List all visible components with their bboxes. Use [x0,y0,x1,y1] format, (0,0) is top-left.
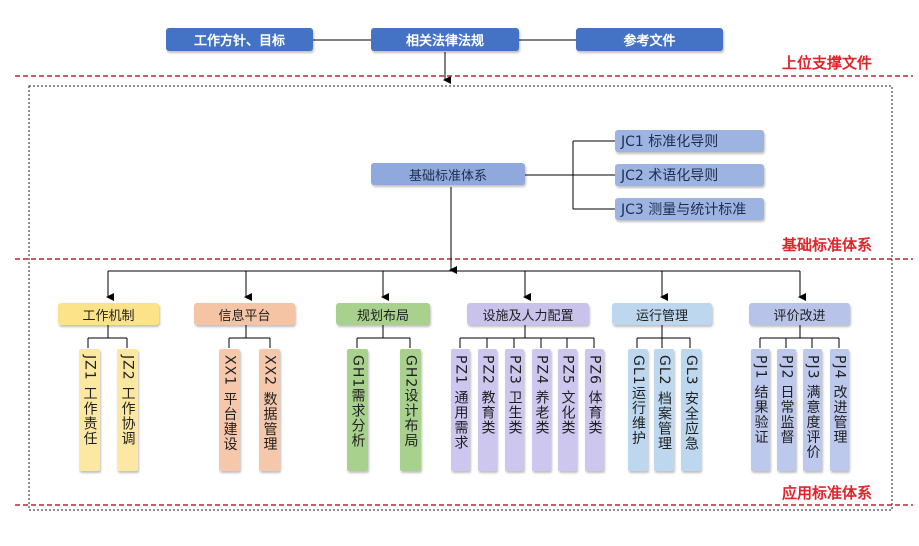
category-box-6: 评价改进 [749,303,850,325]
leaf-item: GH1需求分析 [347,349,368,471]
category-box-1: 工作机制 [58,303,159,325]
leaf-item: GL2 档案管理 [654,349,674,471]
category-label: 评价改进 [773,308,826,324]
leaf-item-label: PJ4 改进管理 [831,355,848,445]
base-item-jc1: JC1 标准化导则 [615,130,764,152]
leaf-item: GL1运行维护 [628,349,648,471]
category-box-2: 信息平台 [194,303,295,325]
top-box-laws-label: 相关法律法规 [405,34,484,49]
system-frame [28,85,893,511]
leaf-item: PZ2 教育类 [478,349,497,471]
leaf-item: JZ1 工作责任 [79,349,100,471]
leaf-item-label: JZ1 工作责任 [81,355,98,447]
leaf-item-label: PZ5 文化类 [559,355,576,436]
leaf-item: PJ3 满意度评价 [803,349,822,471]
leaf-item-label: GL1运行维护 [630,355,646,446]
leaf-item-label: PZ6 体育类 [586,355,603,436]
category-label: 工作机制 [82,308,135,324]
base-item-jc3: JC3 测量与统计标准 [615,198,764,220]
base-system-box: 基础标准体系 [371,163,525,185]
category-label: 信息平台 [218,308,271,324]
leaf-item: PZ4 养老类 [532,349,551,471]
leaf-item-label: PZ4 养老类 [533,355,550,436]
category-label: 运行管理 [635,308,688,324]
category-label: 设施及人力配置 [482,308,574,324]
top-box-policy-label: 工作方针、目标 [193,34,285,49]
leaf-item-label: GH1需求分析 [349,355,366,449]
category-box-5: 运行管理 [612,303,712,325]
leaf-item: GL3 安全应急 [681,349,701,471]
leaf-item: JZ2 工作协调 [117,349,138,471]
top-box-reference-label: 参考文件 [623,34,676,49]
leaf-item: PZ5 文化类 [558,349,577,471]
leaf-item: PZ3 卫生类 [505,349,524,471]
leaf-item: PJ2 日常监督 [777,349,796,471]
leaf-item: XX2 数据管理 [259,349,280,471]
base-item-label: JC3 测量与统计标准 [621,202,747,218]
category-box-4: 设施及人力配置 [467,303,589,325]
leaf-item: PJ1 结果验证 [751,349,770,471]
category-label: 规划布局 [356,308,409,324]
leaf-item-label: GL2 档案管理 [656,355,672,452]
leaf-item-label: GL3 安全应急 [683,355,699,452]
base-item-label: JC2 术语化导则 [621,168,719,184]
category-box-3: 规划布局 [336,303,430,325]
top-box-laws: 相关法律法规 [371,28,519,51]
section-label-base: 基础标准体系 [782,236,873,254]
leaf-item-label: JZ2 工作协调 [119,355,136,447]
leaf-item: PJ4 改进管理 [830,349,849,471]
base-system-label: 基础标准体系 [408,168,487,184]
section-label-upper: 上位支撑文件 [782,54,873,72]
leaf-item-label: PJ3 满意度评价 [804,355,821,460]
leaf-item-label: XX2 数据管理 [261,355,278,452]
leaf-item: GH2设计布局 [400,349,421,471]
base-item-label: JC1 标准化导则 [621,134,719,150]
top-box-reference: 参考文件 [576,28,723,51]
leaf-item: XX1 平台建设 [219,349,240,471]
leaf-item: PZ6 体育类 [585,349,604,471]
leaf-item-label: XX1 平台建设 [221,355,238,452]
leaf-item-label: PJ1 结果验证 [752,355,769,445]
leaf-item-label: PJ2 日常监督 [778,355,795,445]
section-label-application: 应用标准体系 [782,484,873,502]
top-box-policy: 工作方针、目标 [166,28,313,51]
leaf-item-label: PZ3 卫生类 [506,355,523,436]
leaf-item-label: PZ1 通用需求 [452,355,469,451]
leaf-item-label: PZ2 教育类 [479,355,496,436]
leaf-item-label: GH2设计布局 [402,355,419,449]
leaf-item: PZ1 通用需求 [451,349,470,471]
base-item-jc2: JC2 术语化导则 [615,164,764,186]
